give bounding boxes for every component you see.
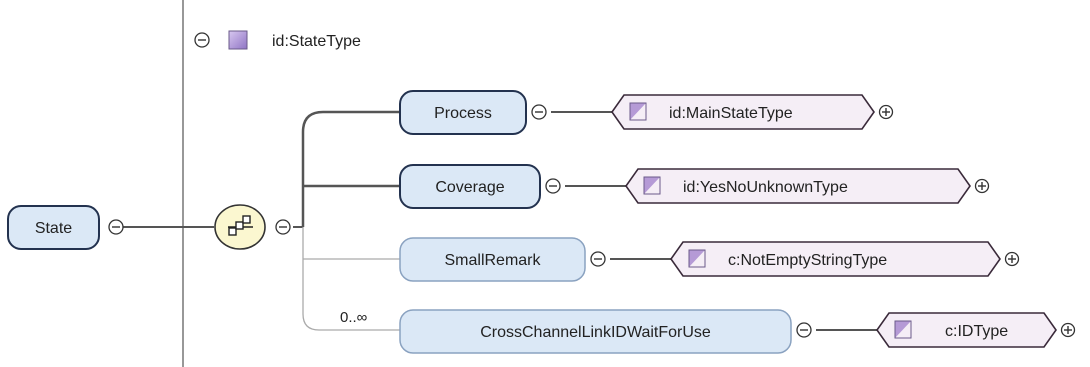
process-type-expand-icon[interactable]	[878, 104, 894, 120]
element-box[interactable]	[399, 90, 527, 135]
connectors	[116, 110, 879, 331]
crosschannel-collapse-icon[interactable]	[796, 322, 812, 338]
cardinality-label: 0..∞	[340, 309, 368, 326]
type-ref-box[interactable]	[876, 312, 1057, 348]
child-element-smallremark[interactable]: SmallRemark	[399, 237, 586, 282]
element-label: SmallRemark	[444, 252, 541, 269]
type-ref-main-state-type[interactable]: id:MainStateType	[611, 94, 875, 130]
connector-branch-process	[301, 110, 400, 227]
coverage-collapse-icon[interactable]	[545, 178, 561, 194]
connector-branch-crosschannel	[302, 227, 400, 331]
element-box[interactable]	[399, 237, 586, 282]
root-collapse-icon[interactable]	[108, 219, 124, 235]
element-box[interactable]	[399, 309, 792, 354]
type-header-label: id:StateType	[272, 33, 361, 50]
sequence-collapse-icon[interactable]	[275, 219, 291, 235]
type-frame: id:StateType	[182, 0, 1060, 367]
type-ref-not-empty-string-type[interactable]: c:NotEmptyStringType	[670, 241, 1001, 277]
type-ref-box[interactable]	[625, 168, 971, 204]
type-ref-label: c:NotEmptyStringType	[728, 252, 887, 269]
root-element-label: State	[35, 220, 72, 237]
smallremark-type-expand-icon[interactable]	[1004, 251, 1020, 267]
child-element-process[interactable]: Process	[399, 90, 527, 135]
coverage-type-expand-icon[interactable]	[974, 178, 990, 194]
simple-type-icon	[895, 321, 911, 338]
type-ref-box[interactable]	[670, 241, 1001, 277]
root-element-box[interactable]	[7, 205, 100, 250]
simple-type-icon	[644, 177, 660, 194]
complex-type-icon	[228, 30, 248, 50]
type-ref-yes-no-unknown-type[interactable]: id:YesNoUnknownType	[625, 168, 971, 204]
child-element-coverage[interactable]: Coverage	[399, 164, 541, 209]
element-label: CrossChannelLinkIDWaitForUse	[480, 324, 711, 341]
element-label: Coverage	[435, 179, 504, 196]
type-ref-box[interactable]	[611, 94, 875, 130]
sequence-compositor[interactable]	[214, 204, 266, 250]
element-label: Process	[434, 105, 492, 122]
type-ref-label: id:YesNoUnknownType	[683, 179, 848, 196]
crosschannel-type-expand-icon[interactable]	[1060, 322, 1076, 338]
process-collapse-icon[interactable]	[531, 104, 547, 120]
sequence-glyph-icon	[228, 215, 253, 236]
simple-type-icon	[630, 103, 646, 120]
root-element-state[interactable]: State	[7, 205, 100, 250]
smallremark-collapse-icon[interactable]	[590, 251, 606, 267]
type-ref-id-type[interactable]: c:IDType	[876, 312, 1057, 348]
type-ref-label: c:IDType	[945, 323, 1008, 340]
child-element-crosschannel[interactable]: CrossChannelLinkIDWaitForUse	[399, 309, 792, 354]
simple-type-icon	[689, 250, 705, 267]
type-ref-label: id:MainStateType	[669, 105, 793, 122]
element-box[interactable]	[399, 164, 541, 209]
type-header-collapse-icon[interactable]	[194, 32, 210, 48]
